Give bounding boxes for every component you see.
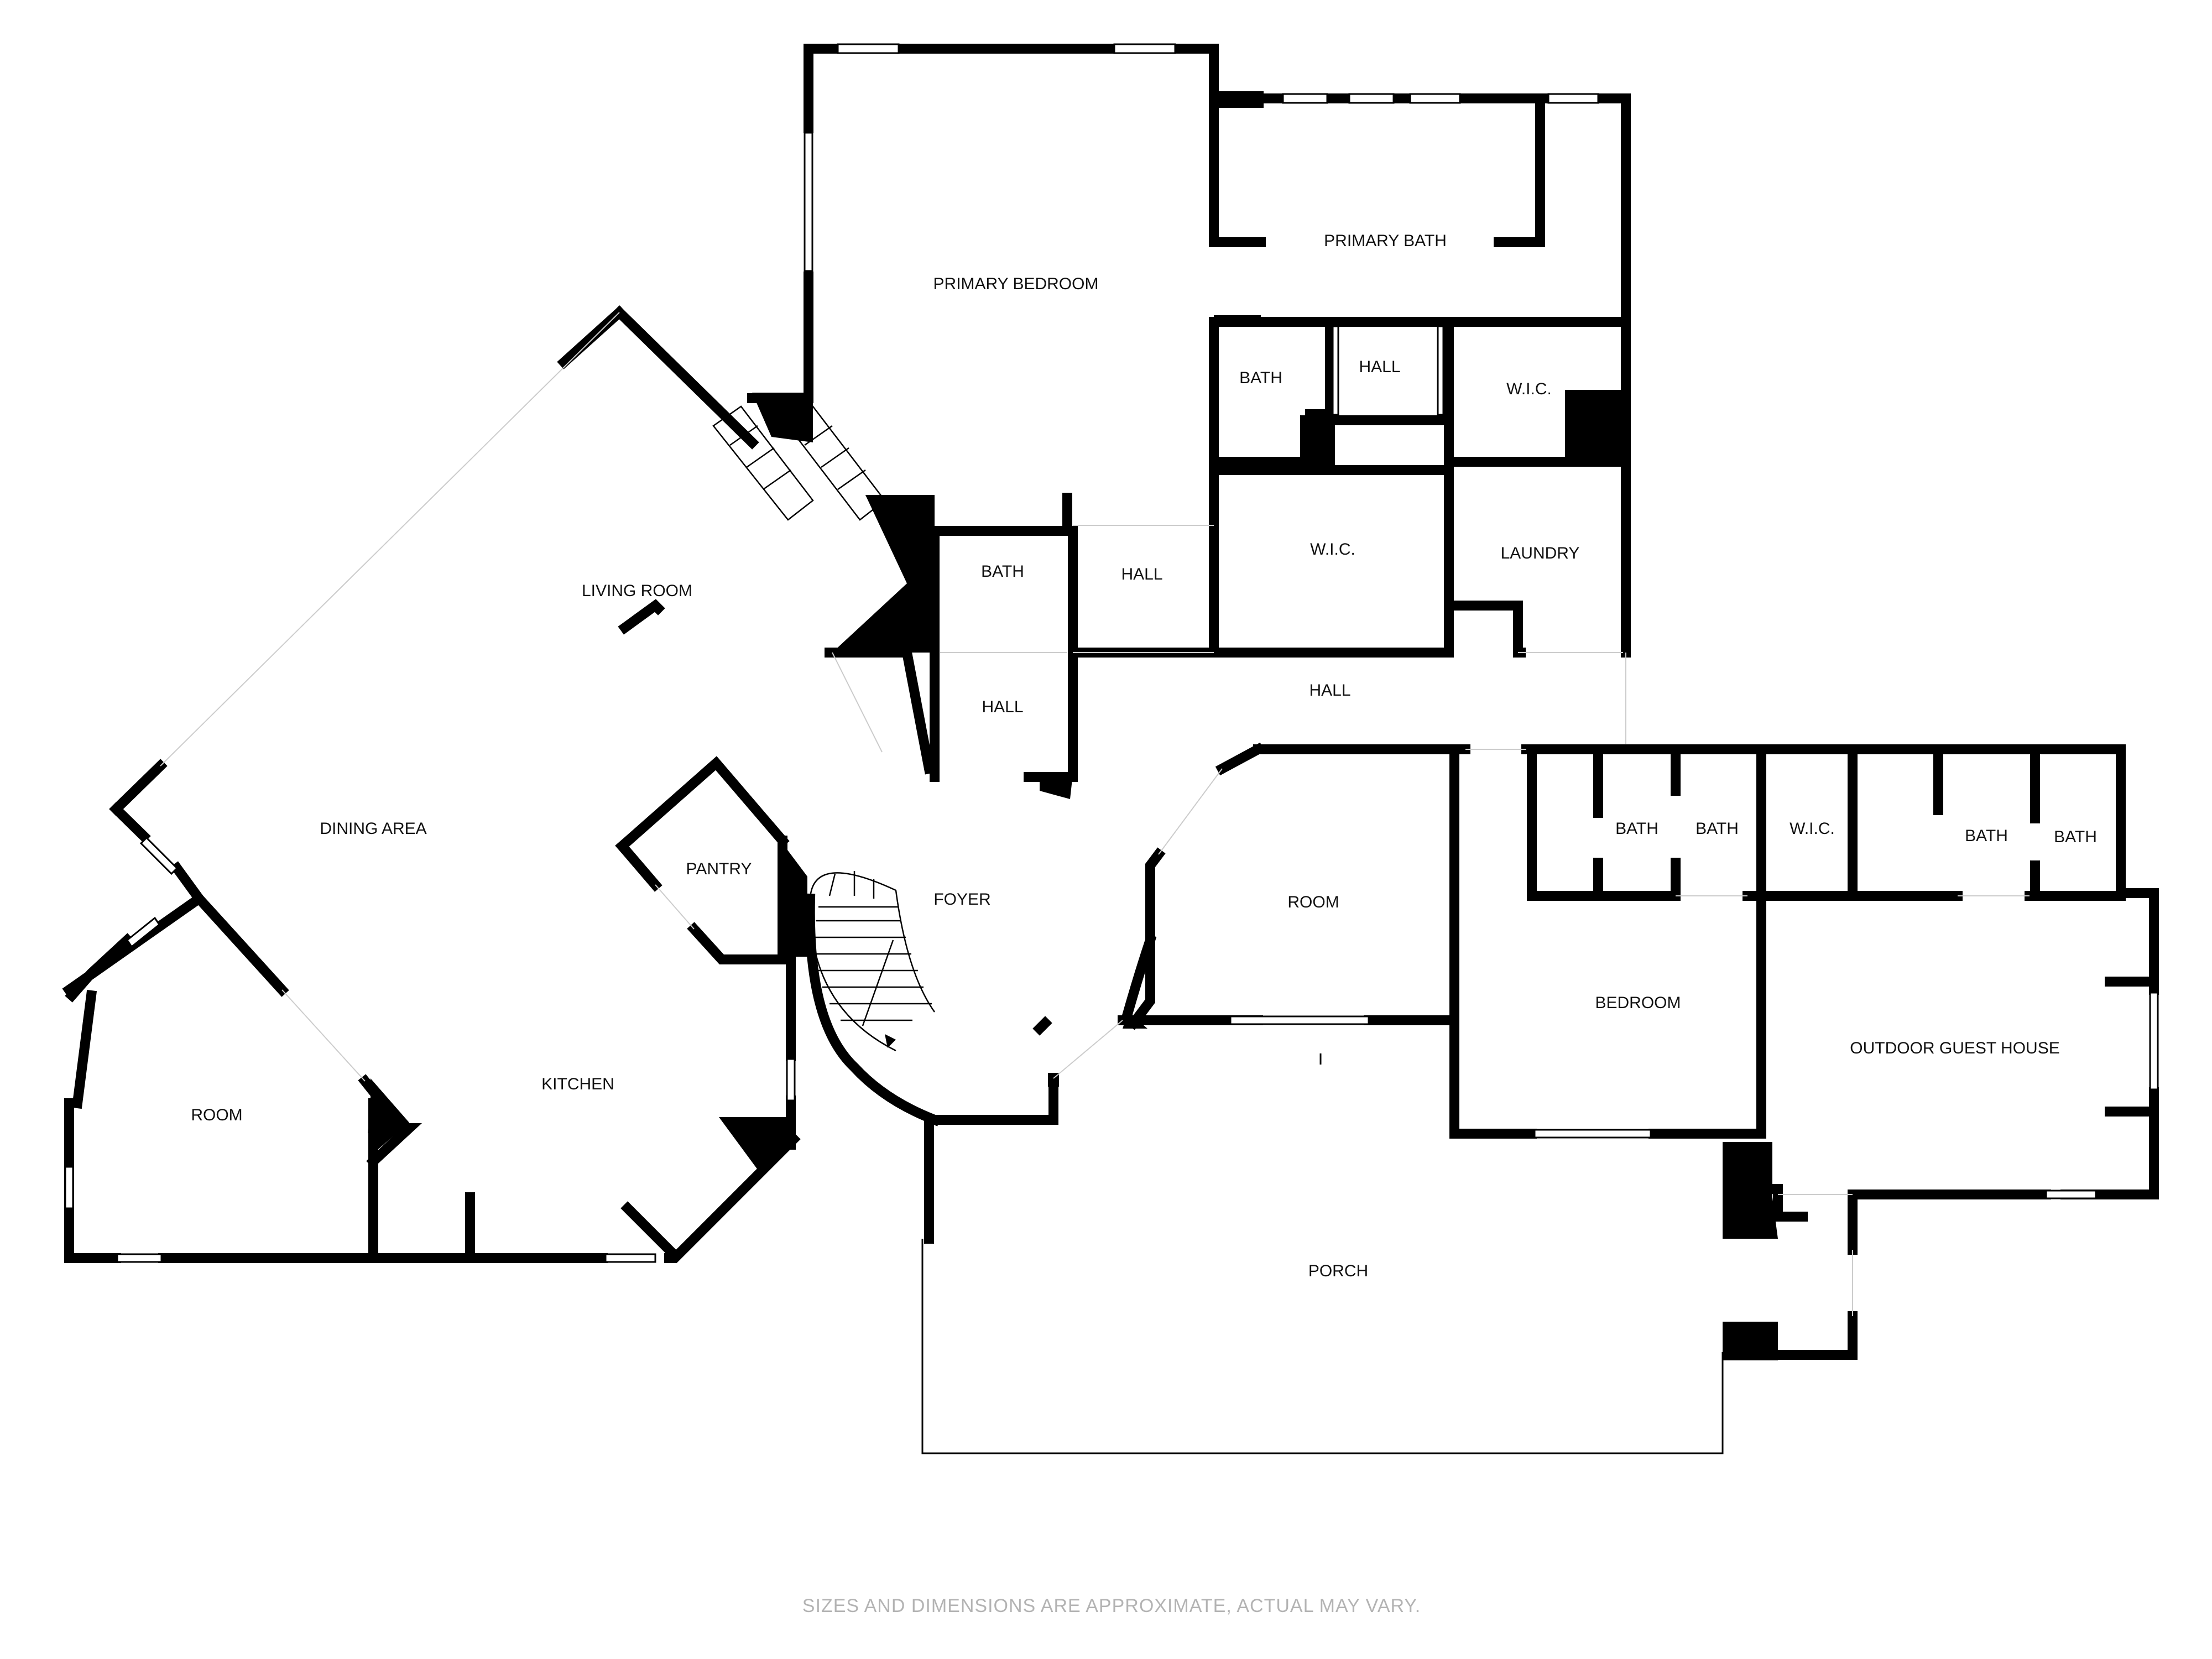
disclaimer-text: SIZES AND DIMENSIONS ARE APPROXIMATE, AC… <box>802 1595 1421 1616</box>
room-label-pantry: PANTRY <box>686 860 752 878</box>
room-label-primary-bath: PRIMARY BATH <box>1324 232 1447 250</box>
room-label-hall: HALL <box>982 698 1023 716</box>
room-label-kitchen: KITCHEN <box>541 1075 614 1093</box>
room-label-bath: BATH <box>981 562 1024 581</box>
openings <box>160 312 2030 1316</box>
room-label-laundry: LAUNDRY <box>1501 544 1580 562</box>
room-label-hall: HALL <box>1309 681 1350 700</box>
room-label-outdoor-guest-house: OUTDOOR GUEST HOUSE <box>1850 1039 2059 1057</box>
stairs <box>712 405 936 1052</box>
room-label-bath: BATH <box>1239 369 1282 387</box>
room-label-wic: W.I.C. <box>1790 820 1835 838</box>
room-label-room: ROOM <box>1287 893 1339 911</box>
room-label-foyer: FOYER <box>933 890 990 909</box>
windows <box>64 43 2159 1263</box>
room-label-bath: BATH <box>1965 827 2008 845</box>
solid-blocks <box>371 91 1778 1360</box>
room-label-bath: BATH <box>1695 820 1739 838</box>
room-label-bedroom: BEDROOM <box>1595 994 1681 1012</box>
room-label-living-room: LIVING ROOM <box>582 582 692 600</box>
room-label-porch: PORCH <box>1308 1262 1368 1280</box>
room-label-wic: W.I.C. <box>1506 380 1552 398</box>
room-label-dining-area: DINING AREA <box>320 820 426 838</box>
room-label-bath: BATH <box>1615 820 1658 838</box>
room-label-hall: HALL <box>1359 358 1400 376</box>
room-label-primary-bedroom: PRIMARY BEDROOM <box>933 275 1099 293</box>
room-label-room: ROOM <box>191 1106 242 1124</box>
room-label-bath: BATH <box>2054 828 2097 846</box>
room-labels: PRIMARY BEDROOM PRIMARY BATH BATH HALL W… <box>191 232 2097 1280</box>
walls <box>62 44 2159 1454</box>
room-label-wic: W.I.C. <box>1310 540 1355 559</box>
room-label-hall: HALL <box>1121 565 1162 583</box>
